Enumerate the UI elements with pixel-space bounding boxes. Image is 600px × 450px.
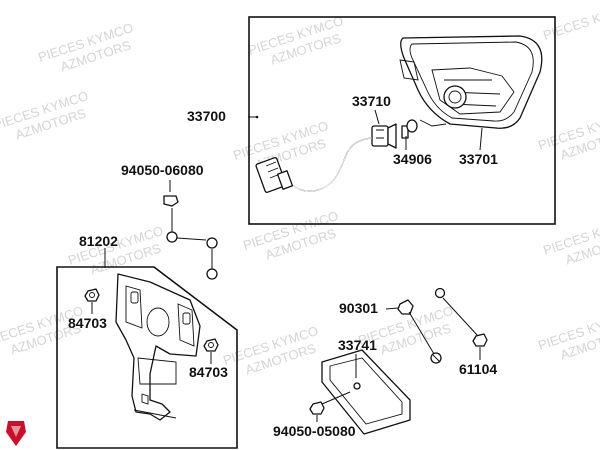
rod-90301: [397, 299, 442, 364]
label-33741: 33741: [338, 337, 377, 353]
tail-light-housing: [399, 35, 543, 129]
license-bracket: [115, 273, 201, 421]
label-33700: 33700: [187, 108, 226, 124]
nut-84703-left: [84, 288, 100, 302]
bolt-set-94050-06080: [163, 180, 218, 280]
label-90301: 90301: [339, 300, 378, 316]
label-61104: 61104: [459, 361, 497, 377]
license-lamp: [321, 349, 411, 435]
brand-logo: [6, 421, 26, 446]
bolt-94050-05080: [309, 391, 351, 415]
bracket-box-81202: [56, 266, 238, 449]
wire-harness: [255, 137, 373, 193]
bulb: [401, 119, 418, 139]
label-81202: 81202: [79, 233, 118, 249]
nut-84703-right: [203, 338, 219, 352]
label-94050-05080: 94050-05080: [273, 423, 356, 439]
assembly-box-33700: [248, 16, 556, 225]
watermark-text: PIECES KYMCO: [541, 0, 600, 43]
label-94050-06080: 94050-06080: [121, 162, 204, 178]
label-34906: 34906: [393, 151, 432, 167]
label-84703-left: 84703: [68, 315, 107, 331]
label-33701: 33701: [459, 151, 498, 167]
rod-61104: [434, 287, 488, 347]
bulb-socket: [371, 123, 397, 149]
label-33710: 33710: [352, 93, 391, 109]
label-84703-right: 84703: [189, 364, 228, 380]
